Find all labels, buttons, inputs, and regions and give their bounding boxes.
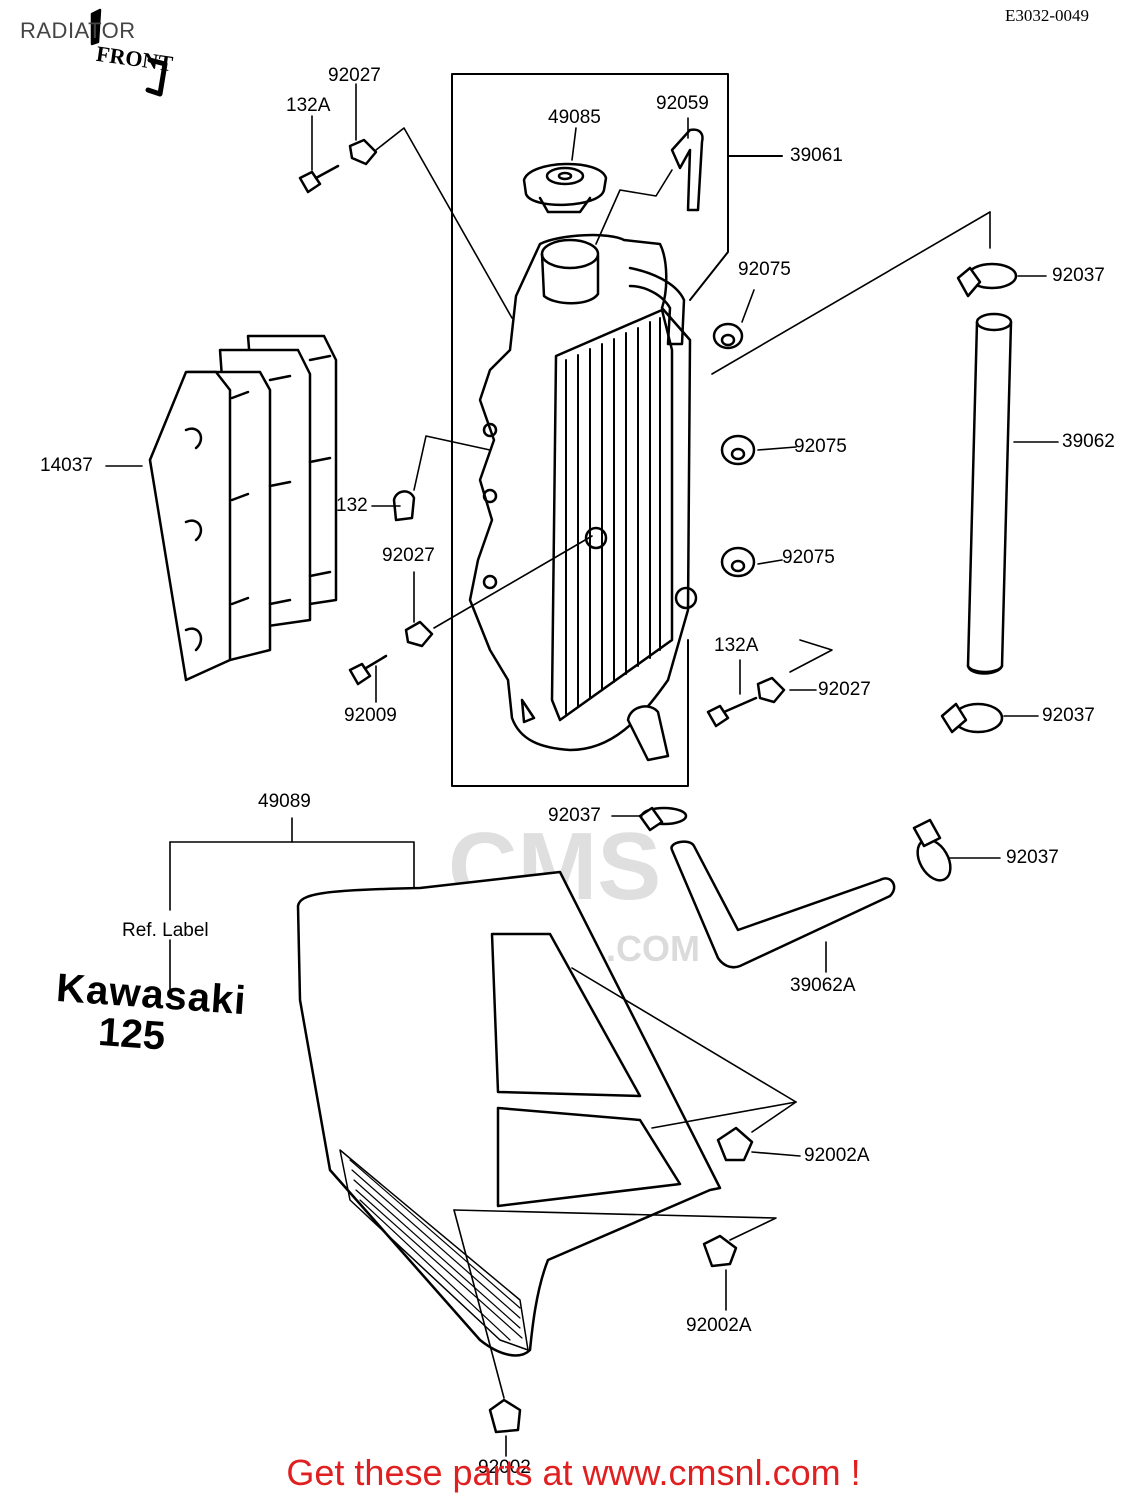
- part-label-92037[interactable]: 92037: [1042, 705, 1095, 726]
- bolt-132A-top: [298, 164, 340, 194]
- overflow-hose: [670, 128, 704, 212]
- brand-decal-model: 125: [96, 1010, 167, 1059]
- radiator-body: [468, 233, 698, 762]
- hose-clamp-right: [912, 818, 952, 882]
- radiator-louver: [148, 334, 338, 682]
- part-label-92027[interactable]: 92027: [818, 679, 871, 700]
- page-title: RADIATOR: [20, 18, 136, 43]
- part-label-49089[interactable]: 49089: [258, 791, 311, 812]
- part-label-92037[interactable]: 92037: [548, 805, 601, 826]
- bolt-92009: [348, 654, 388, 686]
- part-label-132A[interactable]: 132A: [714, 635, 759, 656]
- part-label-92037[interactable]: 92037: [1052, 265, 1105, 286]
- part-label-92037[interactable]: 92037: [1006, 847, 1059, 868]
- bolt-92002A-upper: [716, 1126, 754, 1162]
- collar-92027-top: [348, 138, 378, 166]
- part-label-92075[interactable]: 92075: [782, 547, 835, 568]
- upper-hose: [966, 312, 1013, 675]
- part-label-39062A[interactable]: 39062A: [790, 975, 856, 996]
- part-label-39061[interactable]: 39061: [790, 145, 843, 166]
- part-label-92027[interactable]: 92027: [382, 545, 435, 566]
- diagram-reference-code: E3032-0049: [1004, 6, 1089, 25]
- hose-clamp-lower: [940, 702, 1004, 734]
- grommet-92075-b: [720, 434, 756, 466]
- radiator-cap: [522, 162, 608, 214]
- bolt-132: [392, 490, 416, 522]
- front-arrow-icon: [90, 8, 168, 97]
- part-label-39062[interactable]: 39062: [1062, 431, 1115, 452]
- footer-cta-link[interactable]: Get these parts at www.cmsnl.com !: [286, 1452, 861, 1493]
- part-label-92075[interactable]: 92075: [794, 436, 847, 457]
- radiator-shroud: [296, 870, 722, 1357]
- part-label-92009[interactable]: 92009: [344, 705, 397, 726]
- collar-92027-lower: [756, 676, 786, 704]
- grommet-92075-c: [720, 546, 756, 578]
- part-label-14037[interactable]: 14037: [40, 455, 93, 476]
- part-label-92002A[interactable]: 92002A: [686, 1315, 752, 1336]
- bolt-92002A-lower: [702, 1234, 738, 1268]
- collar-92027-mid: [404, 620, 434, 648]
- part-label-92075[interactable]: 92075: [738, 259, 791, 280]
- bolt-92002: [488, 1398, 522, 1434]
- lower-hose: [670, 840, 896, 969]
- part-label-92059[interactable]: 92059: [656, 93, 709, 114]
- radiator-assembly-bracket: [451, 73, 729, 787]
- part-label-132[interactable]: 132: [336, 495, 368, 516]
- part-label-132A[interactable]: 132A: [286, 95, 331, 116]
- part-label-92027[interactable]: 92027: [328, 65, 381, 86]
- ref-label-caption: Ref. Label: [122, 920, 209, 941]
- bolt-132A-lower: [706, 696, 758, 728]
- part-label-92002[interactable]: 92002: [478, 1457, 531, 1478]
- grommet-92075-a: [712, 322, 744, 350]
- part-label-92002A[interactable]: 92002A: [804, 1145, 870, 1166]
- hose-clamp-upper: [956, 262, 1018, 298]
- hose-clamp-mid: [638, 806, 688, 832]
- part-label-49085[interactable]: 49085: [548, 107, 601, 128]
